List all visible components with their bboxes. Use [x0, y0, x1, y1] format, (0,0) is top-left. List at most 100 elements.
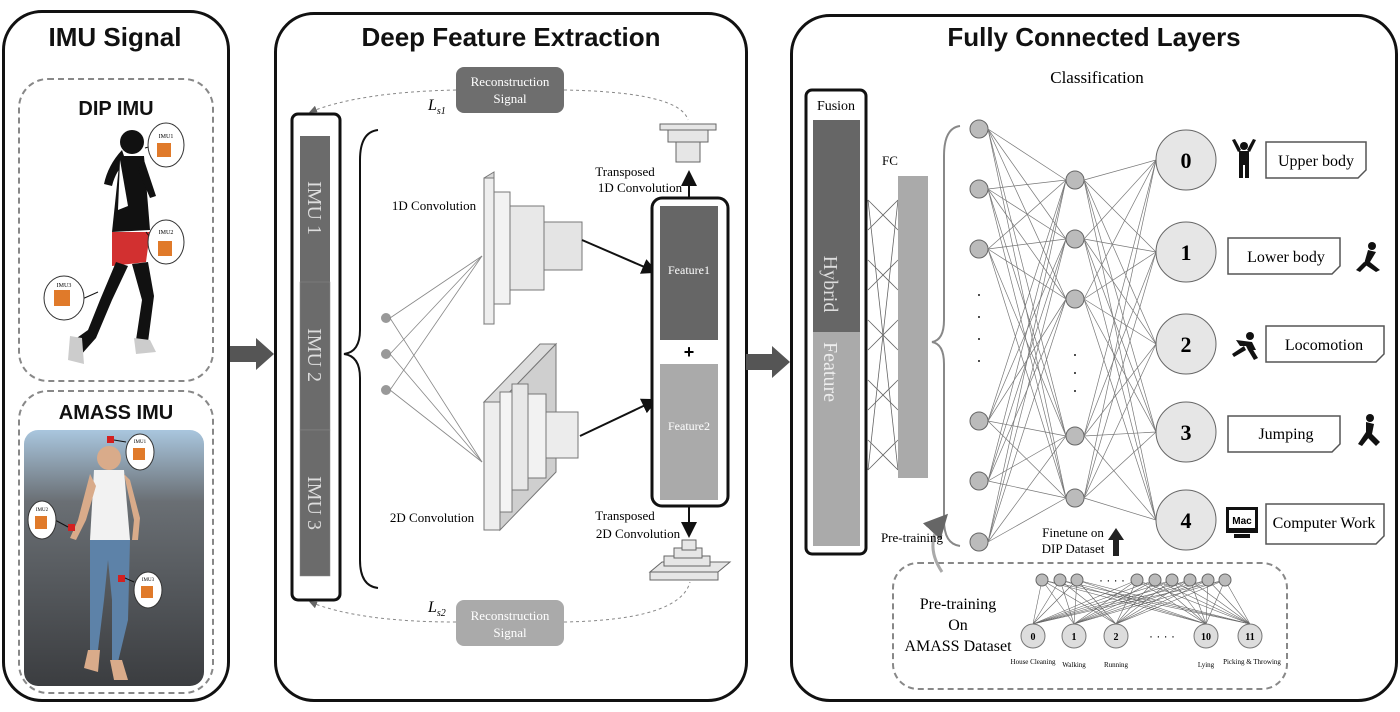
pretrain-connections — [1032, 579, 1251, 625]
feature2-label: Feature2 — [668, 419, 710, 433]
feature-box: Feature1 Feature2 + — [650, 196, 730, 508]
loss-top: Ls1 — [427, 97, 446, 117]
recon-signal-bottom: Reconstruction Signal — [456, 600, 564, 646]
mac-label: Mac — [1232, 516, 1252, 527]
output-class-4: 4 Computer Work Mac — [1155, 489, 1385, 551]
amass-imu-group — [18, 390, 214, 694]
hidden-layer-2 — [1065, 170, 1085, 508]
transposed2d-line1: Transposed — [595, 508, 655, 523]
pretrain-top-ellipsis: · · · · — [1099, 573, 1125, 587]
locomotion-icon — [1232, 332, 1258, 360]
imu-block-1: IMU 1 — [303, 181, 325, 235]
dip-runner-figure — [68, 130, 156, 364]
dip-imu2-text: IMU2 — [159, 230, 174, 236]
imu-stack: IMU 1 IMU 2 IMU 3 — [290, 112, 342, 602]
class-3-label: Jumping — [1258, 426, 1313, 443]
dip-imu3-text: IMU3 — [57, 283, 72, 289]
arrow-conv2d-feature2 — [579, 398, 658, 437]
pretrain-line2: On — [948, 617, 968, 634]
dip-imu-group — [18, 78, 214, 382]
transposed2d-line2: 2D Convolution — [596, 526, 681, 541]
pt-node-2: 2 — [1114, 632, 1119, 643]
amass-imu1-sensor: IMU1 — [113, 433, 155, 471]
finetune-up-arrow — [1108, 528, 1124, 556]
svg-text:·: · — [976, 328, 982, 348]
loss-bottom: Ls2 — [427, 599, 446, 619]
class-3-num: 3 — [1181, 420, 1192, 445]
pt-label-2: Running — [1104, 661, 1129, 669]
transposed1d-shape — [659, 123, 717, 163]
recon-bottom-dashed — [563, 581, 691, 623]
pretraining-group — [892, 562, 1288, 690]
class-0-num: 0 — [1181, 148, 1192, 173]
pt-node-11: 11 — [1245, 632, 1254, 643]
mac-computer-icon: Mac — [1226, 507, 1258, 538]
svg-text:·: · — [976, 306, 982, 326]
output-class-1: 1 Lower body — [1155, 221, 1380, 283]
amass-imu3-text: IMU3 — [142, 578, 155, 583]
panel-arrow-2 — [746, 346, 790, 378]
amass-imu-label: AMASS IMU — [58, 402, 174, 424]
pt-node-1: 1 — [1072, 632, 1077, 643]
fusion-fc-lines — [867, 199, 899, 471]
recon-top-dashed — [563, 89, 689, 121]
class-1-num: 1 — [1181, 240, 1192, 265]
recon-signal-top: Reconstruction Signal — [456, 67, 564, 113]
pretrain-line1: Pre-training — [920, 596, 996, 613]
conv1d-label: 1D Convolution — [392, 198, 477, 213]
fusion-box: Fusion Hybrid Feature — [804, 88, 868, 556]
panel-arrow-1 — [230, 338, 274, 370]
pt-node-10: 10 — [1201, 632, 1211, 643]
pretrain-output-nodes: 0 1 2 10 11 · · · · — [1020, 623, 1263, 649]
recon-bottom-line1: Reconstruction — [471, 608, 550, 623]
transposed1d-line2: 1D Convolution — [598, 180, 683, 195]
dip-imu3-sensor: IMU3 — [43, 275, 99, 321]
classification-label: Classification — [1050, 68, 1144, 87]
recon-top-dashed-left — [309, 89, 457, 114]
svg-text:·: · — [1072, 362, 1078, 382]
lower-body-icon — [1356, 242, 1380, 272]
feature-extraction-title: Deep Feature Extraction — [361, 22, 661, 52]
output-class-3: 3 Jumping — [1155, 401, 1380, 463]
pretrain-input-nodes — [1035, 573, 1232, 587]
amass-imu2-sensor: IMU2 — [27, 500, 69, 540]
transposed1d-line1: Transposed — [595, 164, 655, 179]
svg-text:·: · — [976, 350, 982, 370]
recon-top-line1: Reconstruction — [471, 74, 550, 89]
pt-label-0: House Cleaning — [1011, 658, 1056, 666]
fc-layers-title: Fully Connected Layers — [947, 22, 1241, 52]
svg-text:·: · — [1072, 380, 1078, 400]
pretrain-line3: AMASS Dataset — [904, 638, 1012, 655]
class-0-label: Upper body — [1278, 153, 1354, 170]
hidden-layer-1 — [969, 119, 989, 552]
pretraining-arrow-label: Pre-training — [881, 530, 944, 545]
finetune-line1: Finetune on — [1042, 525, 1104, 540]
upper-body-icon — [1232, 139, 1256, 178]
fusion-label: Fusion — [817, 99, 855, 114]
feature-vertical-label: Feature — [819, 342, 841, 402]
amass-scene — [24, 430, 204, 686]
fc-connections — [987, 128, 1157, 543]
dip-imu1-text: IMU1 — [159, 134, 174, 140]
amass-imu2-text: IMU2 — [36, 508, 49, 513]
conv2d-blocks — [482, 342, 579, 532]
hybrid-label: Hybrid — [819, 256, 841, 313]
class-2-num: 2 — [1181, 332, 1192, 357]
conv2d-label: 2D Convolution — [390, 510, 475, 525]
input-nodes — [381, 255, 483, 463]
transposed2d-shape — [648, 539, 732, 581]
layer1-ellipsis: · — [976, 284, 982, 304]
plus-sign: + — [684, 342, 695, 362]
class-1-label: Lower body — [1247, 249, 1325, 266]
jumping-icon — [1358, 414, 1380, 446]
pt-label-11: Picking & Throwing — [1223, 658, 1281, 666]
dip-imu1-sensor: IMU1 — [144, 122, 185, 168]
output-class-0: 0 Upper body — [1155, 129, 1367, 191]
class-4-num: 4 — [1181, 508, 1192, 533]
svg-text:·: · — [1072, 344, 1078, 364]
pretrain-bottom-ellipsis: · · · · — [1149, 629, 1175, 643]
fc-bar — [898, 176, 928, 478]
pretraining-arrow — [922, 513, 949, 573]
fc-brace — [931, 125, 961, 547]
